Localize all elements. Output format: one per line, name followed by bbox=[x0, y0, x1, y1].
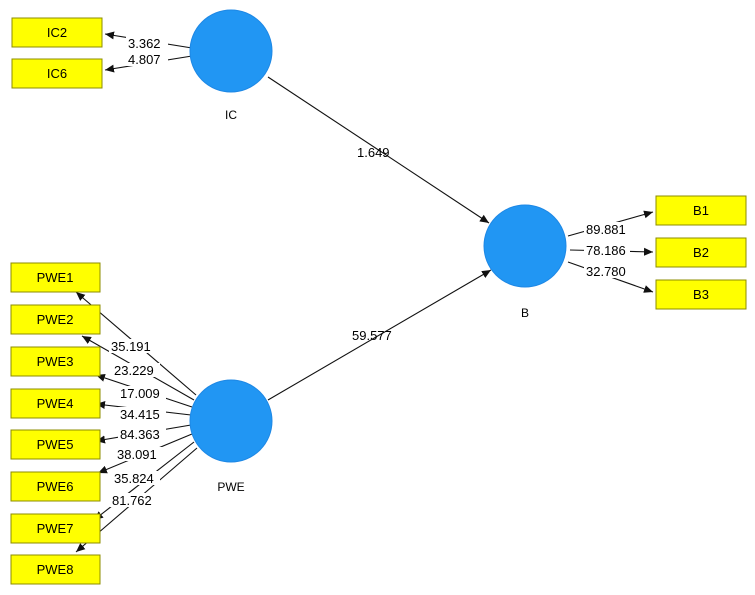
indicator-pwe8-label: PWE8 bbox=[37, 562, 74, 577]
loading-pwe5-value: 84.363 bbox=[120, 427, 160, 442]
indicator-pwe1[interactable]: PWE1 bbox=[10, 262, 101, 293]
construct-pwe-circle[interactable] bbox=[189, 379, 273, 463]
structural-paths: 1.649 59.577 bbox=[267, 76, 492, 401]
loading-pwe7-value: 35.824 bbox=[114, 471, 154, 486]
construct-pwe[interactable]: PWE bbox=[189, 379, 273, 494]
indicator-b3-label: B3 bbox=[693, 287, 709, 302]
indicator-pwe6-label: PWE6 bbox=[37, 479, 74, 494]
construct-b-circle[interactable] bbox=[483, 204, 567, 288]
construct-ic-circle[interactable] bbox=[189, 9, 273, 93]
loading-pwe3-value: 17.009 bbox=[120, 386, 160, 401]
path-pwe-to-b bbox=[267, 269, 492, 401]
loading-pwe2-value: 23.229 bbox=[114, 363, 154, 378]
indicator-b1-label: B1 bbox=[693, 203, 709, 218]
indicator-ic2[interactable]: IC2 bbox=[11, 17, 103, 48]
path-ic-to-b-value: 1.649 bbox=[357, 145, 390, 160]
indicator-pwe3[interactable]: PWE3 bbox=[10, 346, 101, 377]
indicator-pwe3-label: PWE3 bbox=[37, 354, 74, 369]
construct-b[interactable]: B bbox=[483, 204, 567, 320]
indicator-b2-label: B2 bbox=[693, 245, 709, 260]
path-ic-to-b bbox=[267, 76, 490, 224]
indicator-pwe8[interactable]: PWE8 bbox=[10, 554, 101, 585]
construct-ic-label: IC bbox=[225, 108, 237, 122]
indicator-pwe6[interactable]: PWE6 bbox=[10, 471, 101, 502]
indicator-pwe5-label: PWE5 bbox=[37, 437, 74, 452]
construct-pwe-label: PWE bbox=[217, 480, 244, 494]
indicator-pwe1-label: PWE1 bbox=[37, 270, 74, 285]
indicator-ic2-label: IC2 bbox=[47, 25, 67, 40]
loading-ic6-value: 4.807 bbox=[128, 52, 161, 67]
pwe-outer-paths: 35.191 23.229 17.009 34.415 84.363 38.09… bbox=[75, 291, 198, 553]
indicator-pwe4-label: PWE4 bbox=[37, 396, 74, 411]
construct-b-label: B bbox=[521, 306, 529, 320]
loading-pwe4-value: 34.415 bbox=[120, 407, 160, 422]
path-pwe-to-b-value: 59.577 bbox=[352, 328, 392, 343]
indicator-pwe7-label: PWE7 bbox=[37, 521, 74, 536]
indicator-b2[interactable]: B2 bbox=[655, 237, 747, 268]
ic-outer-paths: 3.362 4.807 bbox=[104, 31, 193, 73]
loading-ic2-value: 3.362 bbox=[128, 36, 161, 51]
loading-b2-value: 78.186 bbox=[586, 243, 626, 258]
b-outer-paths: 89.881 78.186 32.780 bbox=[567, 210, 654, 293]
loading-pwe6-value: 38.091 bbox=[117, 447, 157, 462]
loading-pwe8-value: 81.762 bbox=[112, 493, 152, 508]
construct-ic[interactable]: IC bbox=[189, 9, 273, 122]
loading-pwe1-value: 35.191 bbox=[111, 339, 151, 354]
indicator-ic6[interactable]: IC6 bbox=[11, 58, 103, 89]
indicator-pwe7[interactable]: PWE7 bbox=[10, 513, 101, 544]
indicator-b1[interactable]: B1 bbox=[655, 195, 747, 226]
indicator-ic6-label: IC6 bbox=[47, 66, 67, 81]
loading-b3-value: 32.780 bbox=[586, 264, 626, 279]
loading-b1-value: 89.881 bbox=[586, 222, 626, 237]
indicator-pwe2[interactable]: PWE2 bbox=[10, 304, 101, 335]
indicator-b3[interactable]: B3 bbox=[655, 279, 747, 310]
indicator-pwe5[interactable]: PWE5 bbox=[10, 429, 101, 460]
indicator-pwe4[interactable]: PWE4 bbox=[10, 388, 101, 419]
indicator-pwe2-label: PWE2 bbox=[37, 312, 74, 327]
